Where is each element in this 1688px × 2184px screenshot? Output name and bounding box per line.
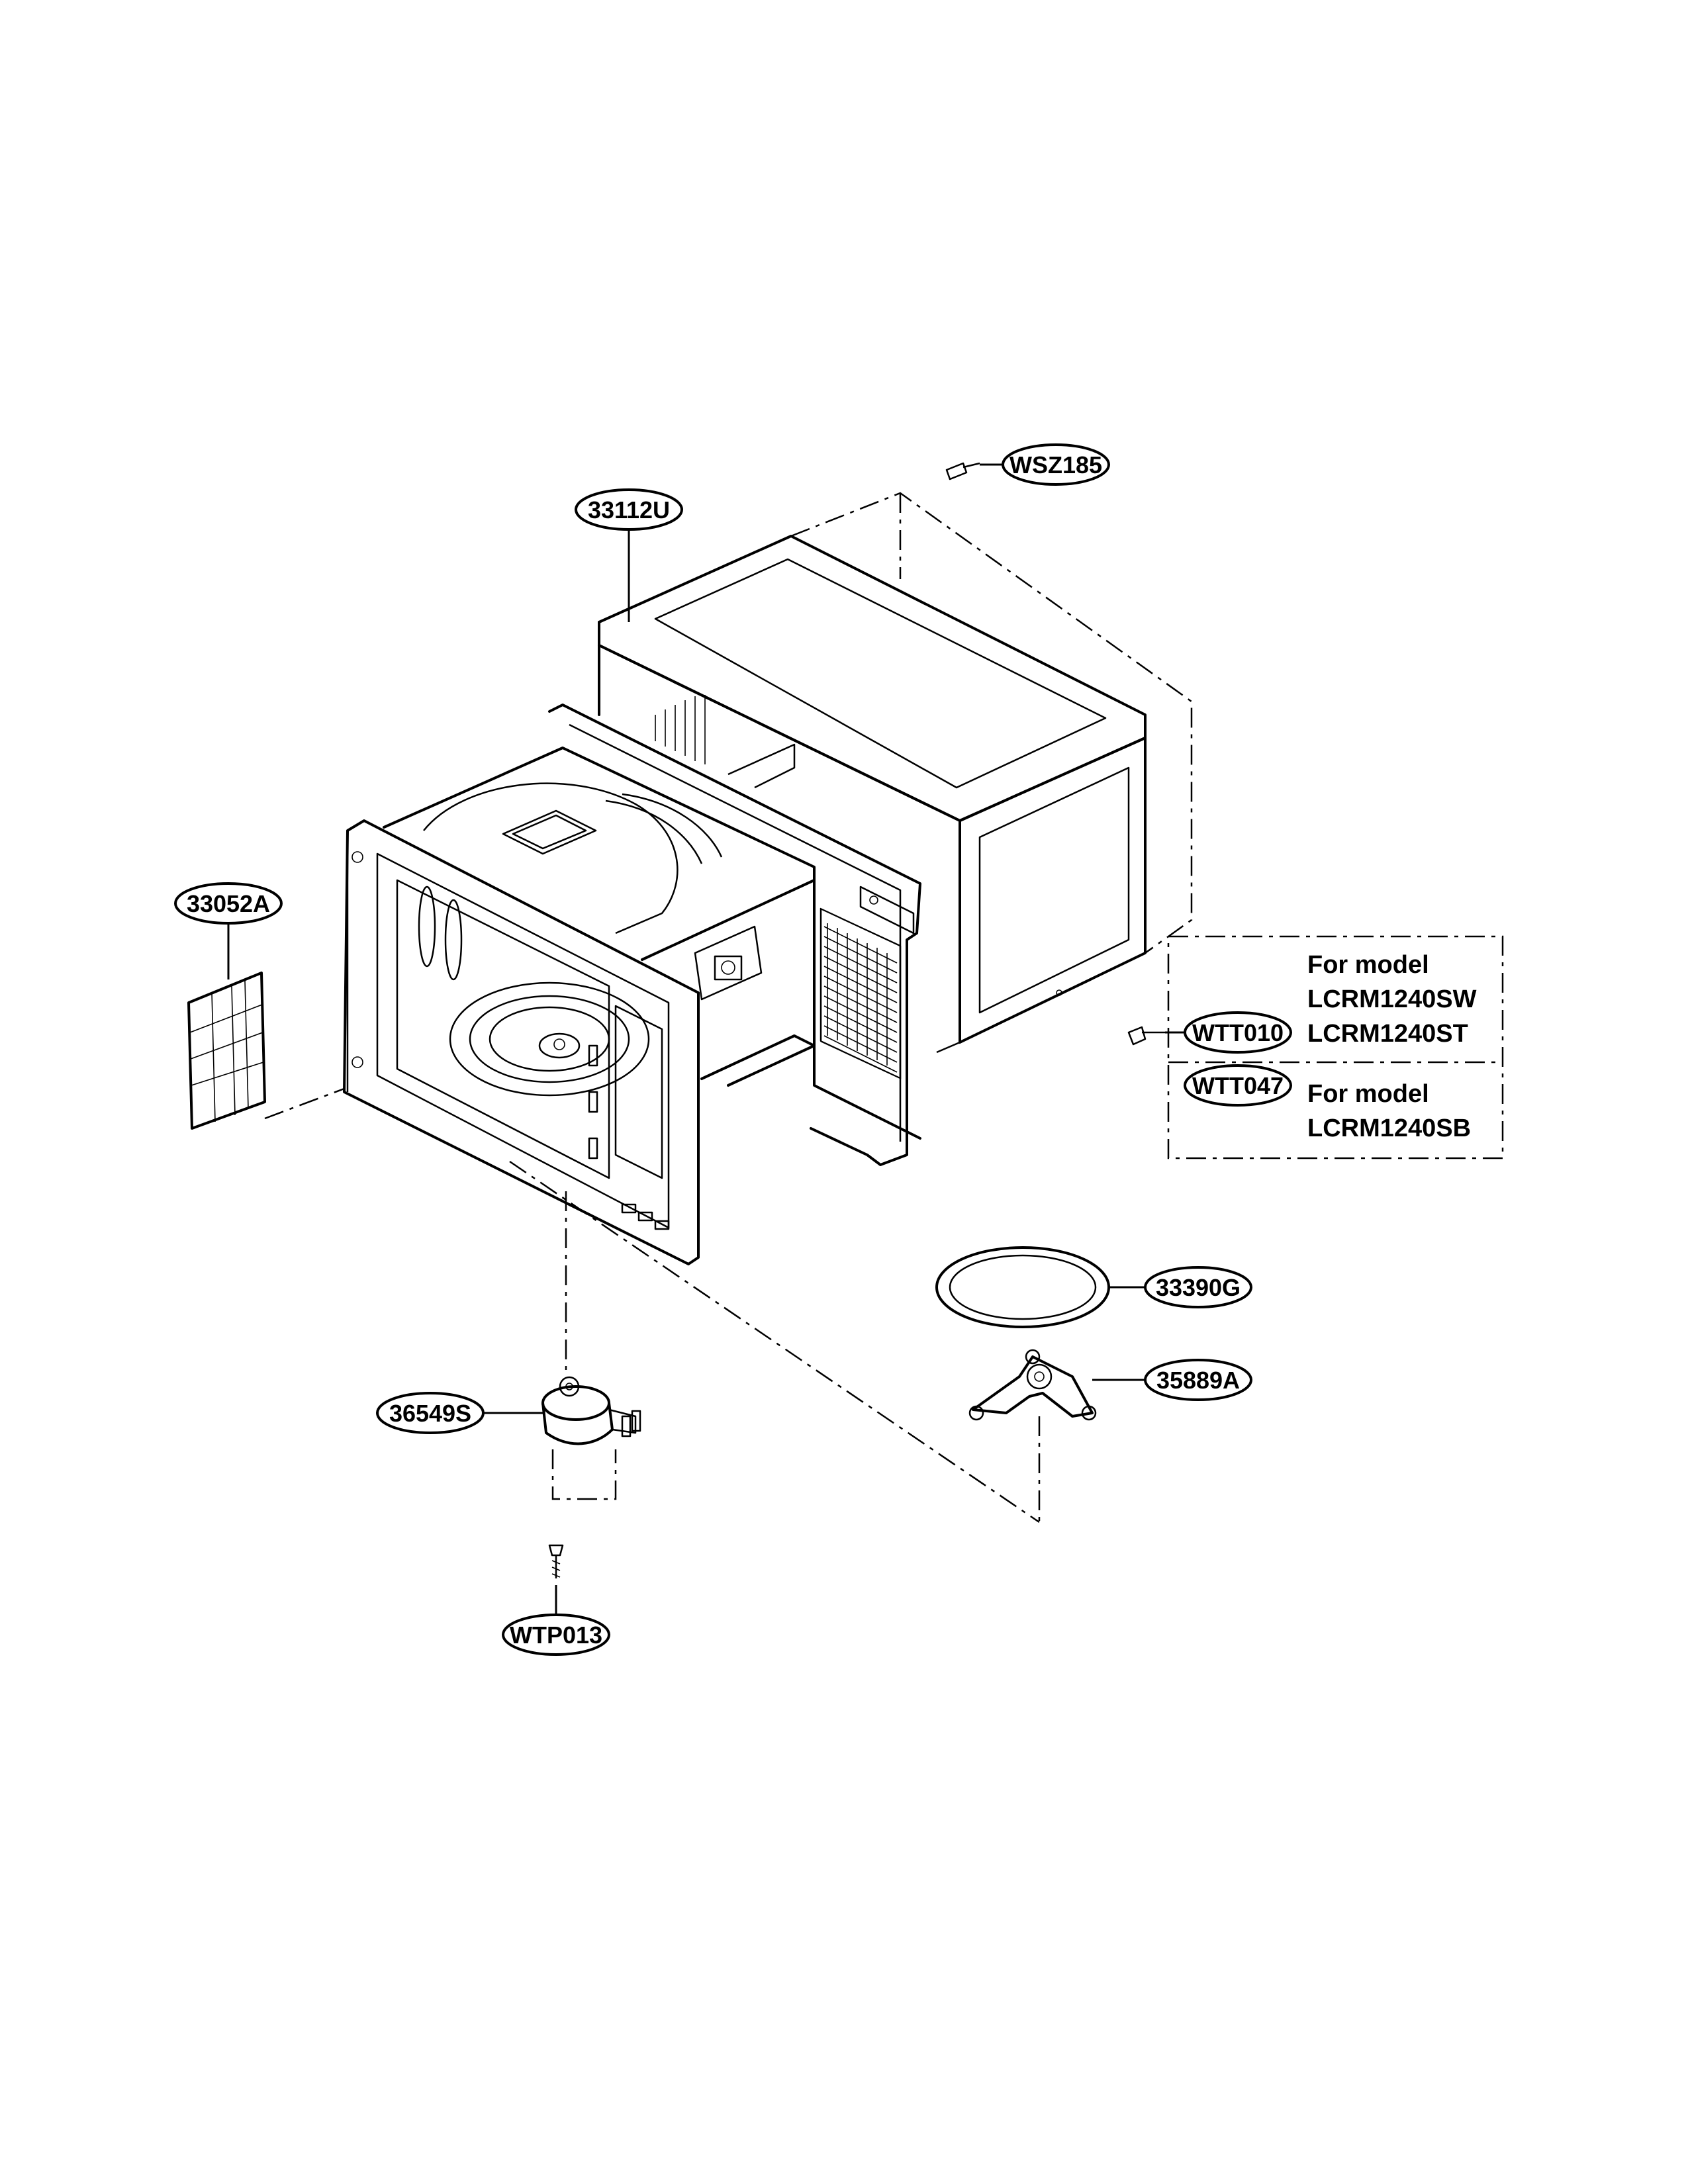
note2-line2: LCRM1240SB	[1307, 1115, 1471, 1142]
callout-WTP013[interactable]: WTP013	[502, 1614, 610, 1656]
cavity-vent-grille	[820, 907, 902, 1079]
turntable-motor[interactable]	[541, 1376, 641, 1445]
cavity-guide-lines	[264, 1087, 1040, 1524]
motor-guide-lines	[551, 1449, 617, 1500]
callout-33390G[interactable]: 33390G	[1144, 1266, 1252, 1308]
outer-cabinet[interactable]	[598, 535, 1147, 1054]
cabinet-vent-slots	[655, 695, 706, 764]
callout-label: WTT010	[1192, 1019, 1284, 1046]
callout-33052A[interactable]: 33052A	[174, 882, 283, 925]
callout-36549S[interactable]: 36549S	[376, 1392, 485, 1434]
oven-cavity-assembly[interactable]	[343, 704, 921, 1265]
cabinet-guide-lines	[790, 492, 1193, 954]
callout-WSZ185[interactable]: WSZ185	[1002, 443, 1110, 486]
callout-label: 33390G	[1156, 1274, 1241, 1301]
glass-tray[interactable]	[935, 1246, 1110, 1328]
callout-label: 33112U	[588, 496, 670, 523]
callout-label: WTP013	[510, 1621, 602, 1649]
screw-side[interactable]	[1127, 1026, 1165, 1046]
screw-top[interactable]	[945, 462, 980, 480]
callout-WTT047[interactable]: WTT047	[1184, 1064, 1292, 1107]
callout-WTT010[interactable]: WTT010	[1184, 1011, 1292, 1054]
callout-label: 36549S	[389, 1400, 471, 1427]
note1-line1: For model	[1307, 951, 1429, 979]
callout-label: 33052A	[187, 890, 270, 917]
callout-33112U[interactable]: 33112U	[575, 488, 683, 531]
callout-label: WSZ185	[1009, 451, 1102, 478]
note2-line1: For model	[1307, 1080, 1429, 1108]
callout-label: WTT047	[1192, 1072, 1284, 1099]
model-note-box: For model LCRM1240SW LCRM1240ST For mode…	[1167, 935, 1504, 1160]
screw-bottom[interactable]	[548, 1544, 564, 1578]
note1-line3: LCRM1240ST	[1307, 1020, 1468, 1048]
callout-35889A[interactable]: 35889A	[1144, 1359, 1252, 1401]
callout-label: 35889A	[1156, 1367, 1240, 1394]
grease-filter[interactable]	[187, 972, 266, 1130]
roller-guide[interactable]	[968, 1349, 1097, 1421]
note1-line2: LCRM1240SW	[1307, 985, 1477, 1013]
